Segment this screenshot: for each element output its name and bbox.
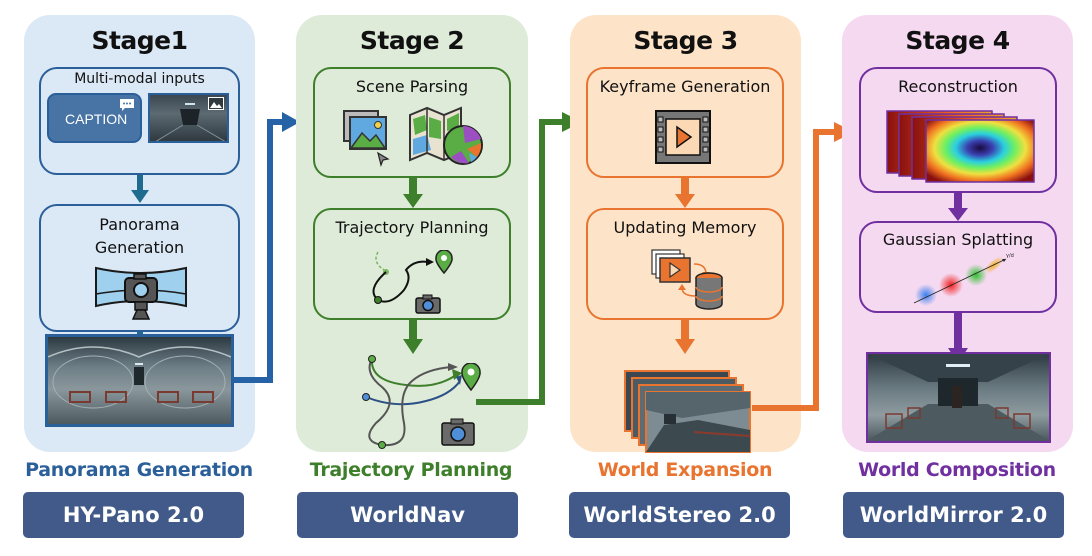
caption-text: CAPTION bbox=[65, 111, 128, 127]
destination-pin-icon bbox=[461, 363, 481, 391]
model-hy-pano-button: HY-Pano 2.0 bbox=[23, 492, 244, 538]
footer-label-world-expansion: World Expansion bbox=[597, 459, 773, 481]
stage1-panel: Stage1 Multi-modal inputs CAPTION Panora… bbox=[24, 15, 255, 452]
axis-tag: γ/d bbox=[1006, 253, 1014, 259]
footer-label-trajectory-planning: Trajectory Planning bbox=[309, 459, 513, 481]
database-icon bbox=[694, 272, 724, 310]
panorama-generation-box: Panorama Generation bbox=[39, 204, 240, 332]
footer-label-world-composition: World Composition bbox=[858, 459, 1056, 481]
stage1-arrow-1 bbox=[131, 175, 149, 205]
stage4-arrow-1 bbox=[948, 193, 968, 223]
panorama-generation-label-line2: Generation bbox=[94, 238, 185, 257]
gaussian-splatting-box: Gaussian Splatting γ/d bbox=[859, 221, 1057, 313]
output-camera-icon bbox=[441, 418, 475, 446]
stage3-arrow-2 bbox=[675, 320, 695, 356]
stage3-title: Stage 3 bbox=[633, 26, 738, 55]
stage3-panel: Stage 3 Keyframe Generation Updating Mem… bbox=[570, 15, 801, 454]
gaussian-splatting-label: Gaussian Splatting bbox=[882, 230, 1034, 249]
stage3-arrow-1 bbox=[675, 178, 695, 210]
film-play-icon bbox=[654, 109, 712, 165]
footer-label-panorama-generation: Panorama Generation bbox=[25, 459, 253, 481]
stage4-title: Stage 4 bbox=[905, 26, 1010, 55]
scene-parsing-box: Scene Parsing bbox=[313, 67, 511, 178]
stage4-panel: Stage 4 Reconstruction bbox=[842, 15, 1073, 452]
stage2-arrow-2 bbox=[403, 320, 423, 356]
chat-bubble-icon bbox=[119, 98, 135, 112]
model-worldnav-button: WorldNav bbox=[297, 492, 518, 538]
reconstruction-label: Reconstruction bbox=[898, 77, 1018, 96]
stage2-panel: Stage 2 Scene Parsing Trajectory Plannin… bbox=[296, 15, 528, 452]
scene-parsing-label: Scene Parsing bbox=[355, 77, 469, 96]
keyframe-generation-box: Keyframe Generation bbox=[586, 67, 784, 178]
caption-tag: CAPTION bbox=[47, 93, 142, 143]
updating-memory-box: Updating Memory bbox=[586, 208, 784, 320]
multi-trajectory-output bbox=[356, 353, 486, 453]
updating-memory-label: Updating Memory bbox=[613, 218, 757, 237]
keyframe-generation-label: Keyframe Generation bbox=[599, 77, 771, 96]
stage1-title: Stage1 bbox=[91, 26, 188, 55]
reconstruction-box: Reconstruction bbox=[859, 67, 1057, 193]
map-segmentation-icon bbox=[407, 105, 487, 167]
multimodal-inputs-label: Multi-modal inputs bbox=[74, 71, 205, 87]
gaussian-splats-icon: γ/d bbox=[906, 253, 1016, 308]
keyframe-stack-output bbox=[624, 370, 754, 454]
trajectory-path-icon bbox=[370, 248, 470, 313]
stage2-title: Stage 2 bbox=[359, 26, 465, 55]
input-image bbox=[148, 93, 229, 143]
connector-arrow-stage1-to-stage2 bbox=[232, 112, 302, 387]
camera-panorama-icon bbox=[91, 264, 191, 324]
stage2-arrow-1 bbox=[403, 178, 423, 210]
camera-icon bbox=[415, 294, 441, 314]
composed-world-image bbox=[866, 352, 1051, 443]
image-gallery-icon bbox=[342, 109, 394, 167]
panorama-generation-label-line1: Panorama bbox=[99, 215, 180, 234]
multimodal-inputs-box: Multi-modal inputs CAPTION bbox=[39, 67, 240, 175]
model-worldstereo-button: WorldStereo 2.0 bbox=[569, 492, 790, 538]
trajectory-planning-box: Trajectory Planning bbox=[313, 208, 511, 320]
depth-map-stack-icon bbox=[886, 109, 1036, 184]
panorama-image bbox=[45, 334, 234, 427]
trajectory-planning-label: Trajectory Planning bbox=[335, 218, 489, 237]
location-pin-icon bbox=[435, 250, 453, 274]
model-worldmirror-button: WorldMirror 2.0 bbox=[843, 492, 1064, 538]
image-icon bbox=[208, 97, 224, 110]
film-stack-icon bbox=[650, 248, 692, 284]
